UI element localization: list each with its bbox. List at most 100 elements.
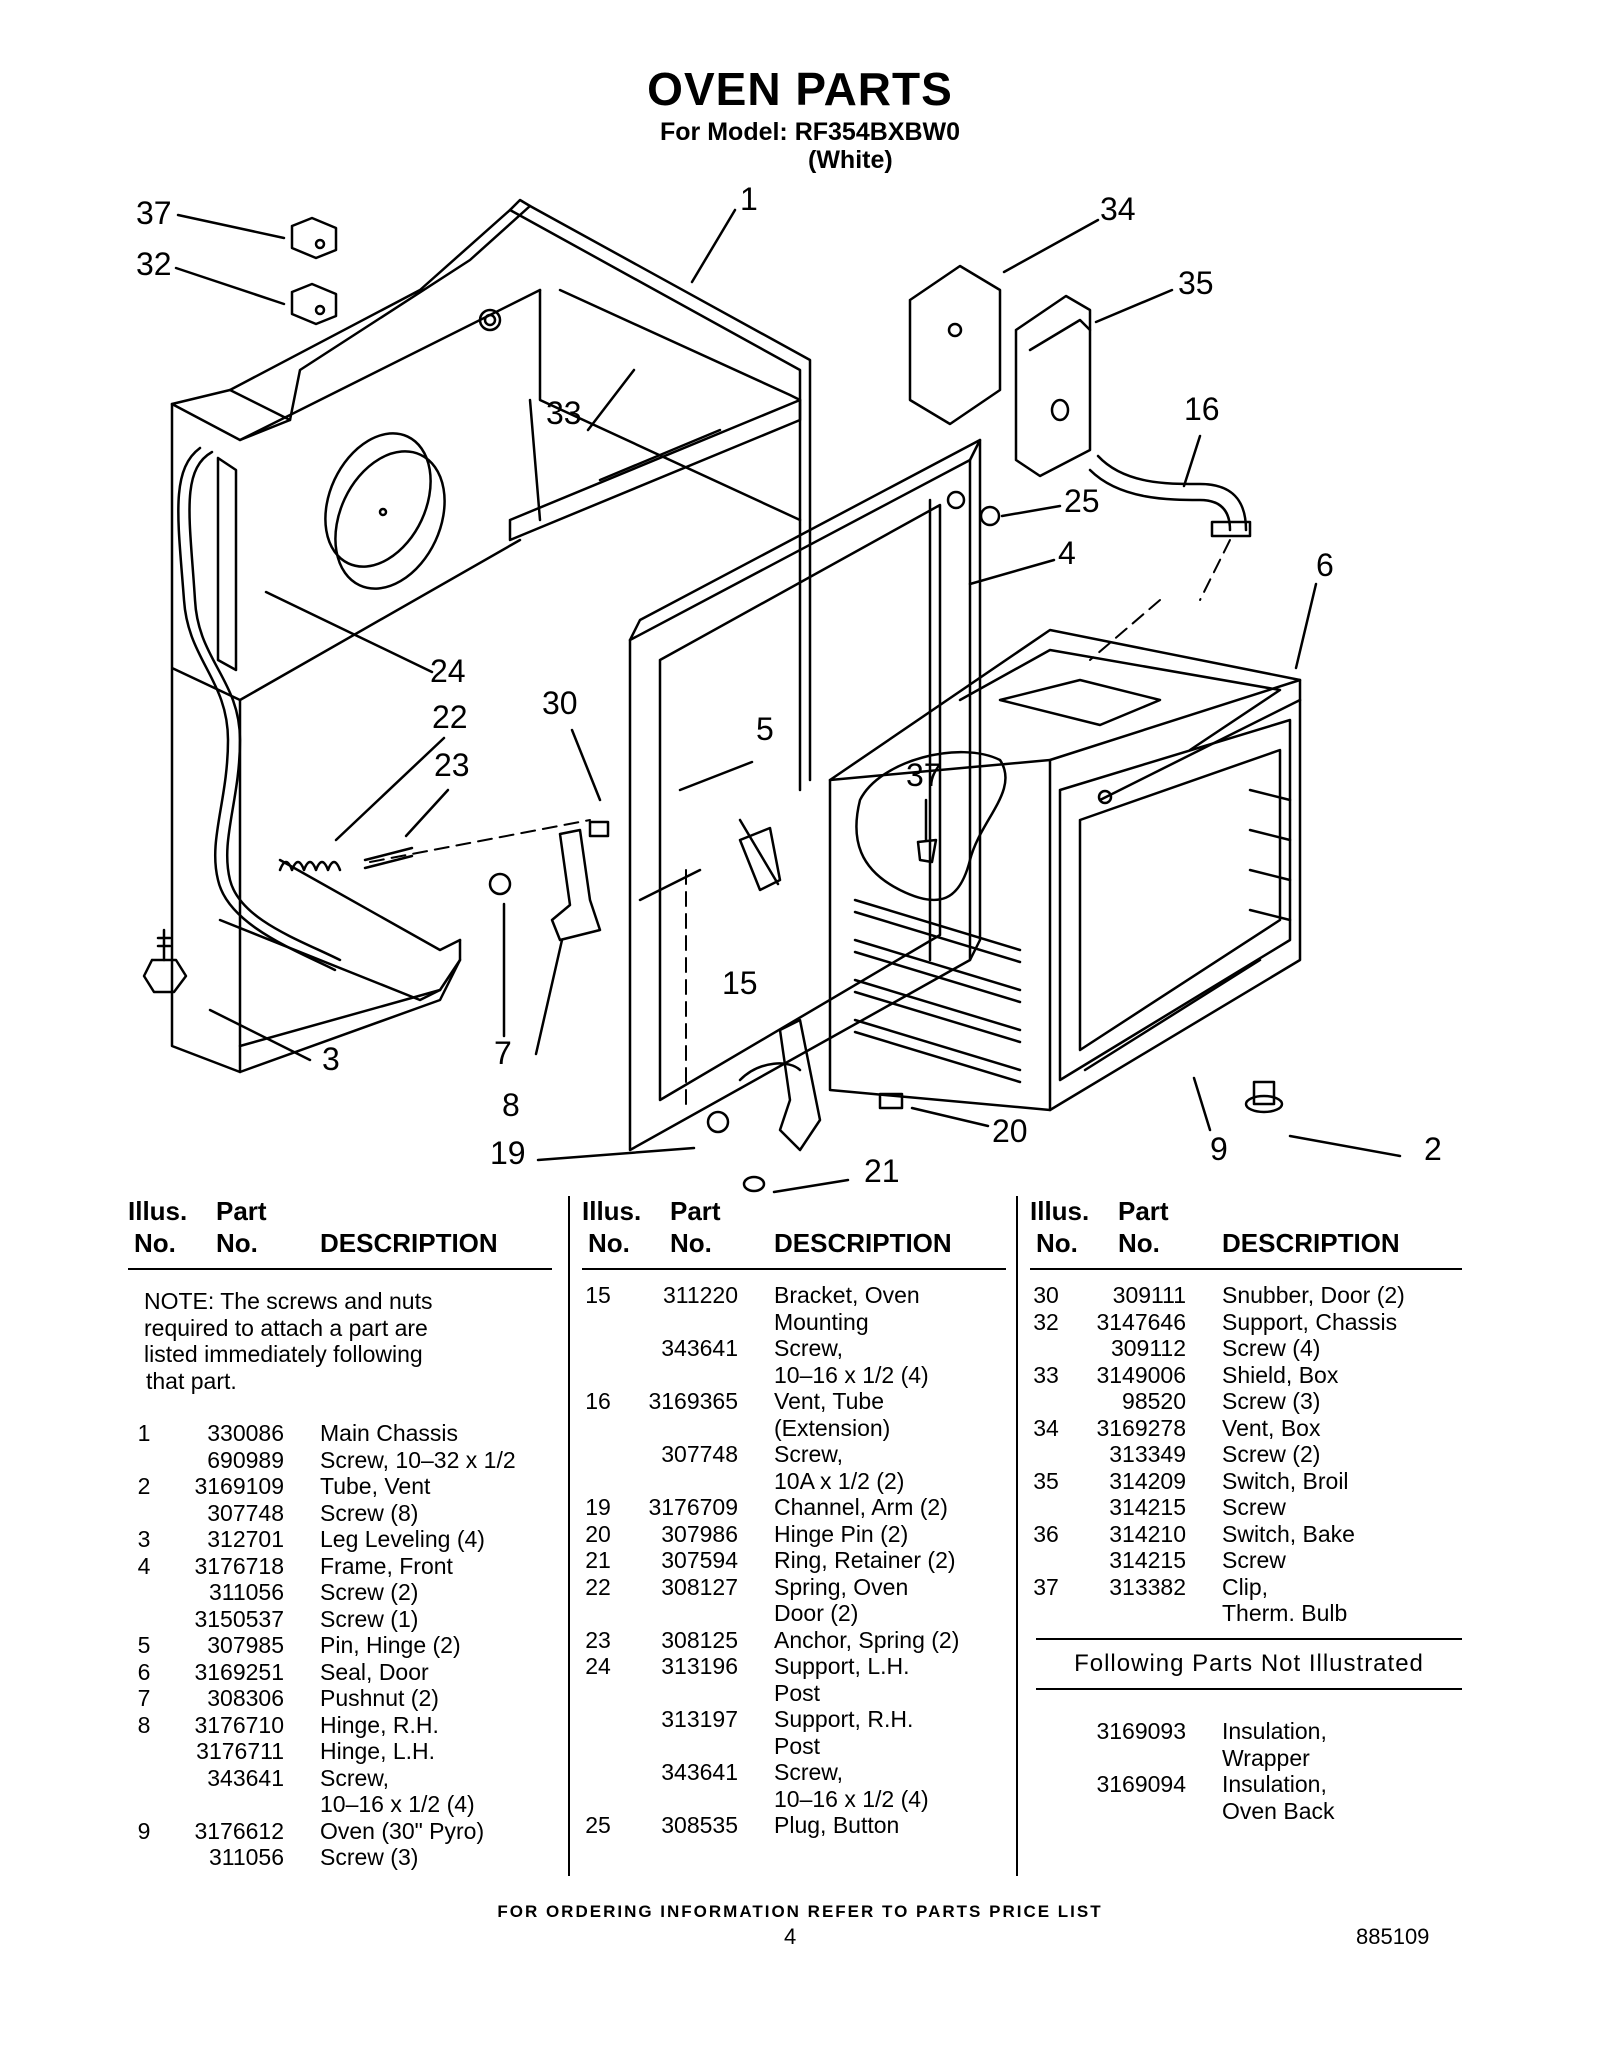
model-line: For Model: RF354BXBW0: [660, 118, 961, 146]
header-description: DESCRIPTION: [320, 1228, 498, 1258]
parts-column-1: Illus. No. Part No. DESCRIPTION NOTE: Th…: [128, 1196, 552, 1870]
part-description: Screw (4): [1222, 1335, 1321, 1361]
part-number: 3147646: [1096, 1308, 1186, 1335]
illus-number: 21: [585, 1547, 611, 1573]
part-number: 314215: [1109, 1494, 1186, 1520]
switch-bake-drawing: [290, 282, 338, 326]
header-part: Part: [1118, 1196, 1169, 1226]
part-description: Screw: [1222, 1494, 1286, 1520]
part-description: Insulation,: [1222, 1771, 1327, 1797]
callout-36: 32: [136, 246, 172, 282]
page-title: OVEN PARTS: [647, 63, 953, 115]
callout-9: 9: [1210, 1131, 1228, 1167]
part-number: 98520: [1122, 1388, 1186, 1414]
part-row: 10–16 x 1/2 (4): [582, 1362, 1006, 1389]
part-number: 307748: [207, 1499, 284, 1526]
part-number: 307748: [661, 1441, 738, 1467]
part-description: Plug, Button: [774, 1812, 900, 1838]
header-illus: Illus.: [128, 1196, 188, 1226]
part-description: 10–16 x 1/2 (4): [774, 1361, 929, 1388]
leg-leveling-drawing: [142, 928, 188, 994]
column-header: Illus. No. Part No. DESCRIPTION: [582, 1196, 1006, 1264]
header-illus-no: No.: [588, 1228, 630, 1258]
ordering-footer: FOR ORDERING INFORMATION REFER TO PARTS …: [497, 1902, 1103, 1921]
header-description: DESCRIPTION: [1222, 1228, 1400, 1258]
illus-number: 25: [585, 1812, 611, 1838]
part-number: 313349: [1109, 1441, 1186, 1467]
illus-number: 3: [137, 1526, 151, 1552]
screw-note: NOTE: The screws and nuts required to at…: [144, 1288, 432, 1394]
part-number: 313382: [1109, 1573, 1186, 1600]
illus-number: 7: [137, 1685, 151, 1711]
part-number: 343641: [661, 1335, 738, 1361]
part-description: Screw (3): [320, 1844, 419, 1870]
plug-button-drawing: [979, 505, 1001, 527]
part-description: Tube, Vent: [320, 1473, 431, 1499]
exploded-parts-diagram: 37 32 1 34 35 16 25 4 6 33 24 22 23 30 5…: [136, 181, 1442, 1194]
document-number: 885109: [1356, 1924, 1430, 1949]
note-line: required to attach a part are: [144, 1314, 428, 1341]
part-number: 311056: [208, 1579, 284, 1605]
header-illus: Illus.: [582, 1196, 642, 1226]
part-row: Post: [582, 1680, 1006, 1707]
part-number: 3169278: [1096, 1414, 1186, 1441]
part-description: Door (2): [774, 1600, 859, 1626]
part-row: (Extension): [582, 1415, 1006, 1442]
part-description: Screw (3): [1222, 1388, 1321, 1414]
part-description: Spring, Oven: [774, 1573, 909, 1600]
header-rule: [582, 1268, 1006, 1270]
part-description: Clip,: [1222, 1573, 1269, 1600]
callout-3: 3: [322, 1041, 340, 1077]
part-description: Therm. Bulb: [1222, 1600, 1348, 1626]
header-rule: [128, 1268, 552, 1270]
oven-rack-slots: [853, 788, 1292, 1084]
part-number: 3169093: [1096, 1718, 1186, 1744]
part-number: 308306: [207, 1685, 284, 1711]
callout-37: 37: [906, 757, 942, 793]
callout-16: 16: [1184, 391, 1220, 427]
header-illus-no: No.: [134, 1228, 176, 1258]
part-number: 307985: [207, 1632, 284, 1658]
part-description: Vent, Box: [1222, 1414, 1321, 1441]
part-number: 3149006: [1096, 1361, 1186, 1388]
illus-number: 35: [1033, 1467, 1059, 1494]
part-number: 3169094: [1096, 1771, 1186, 1797]
callout-1: 1: [740, 181, 758, 217]
part-description: Pushnut (2): [320, 1685, 439, 1711]
part-description: Post: [774, 1679, 821, 1706]
callout-2: 2: [1424, 1131, 1442, 1167]
part-row: 3169094 Insulation,: [1030, 1771, 1462, 1798]
leader-lines: [174, 208, 1402, 1194]
part-description: Pin, Hinge (2): [320, 1632, 461, 1658]
header-part: Part: [670, 1196, 721, 1226]
part-number: 313197: [661, 1706, 738, 1732]
header-illus: Illus.: [1030, 1196, 1090, 1226]
illus-number: 2: [137, 1473, 151, 1499]
spring-drawing: [278, 846, 414, 872]
callout-5: 5: [756, 711, 774, 747]
part-description: Frame, Front: [320, 1552, 453, 1579]
part-row: Mounting: [582, 1309, 1006, 1336]
part-description: Screw,: [320, 1764, 390, 1791]
